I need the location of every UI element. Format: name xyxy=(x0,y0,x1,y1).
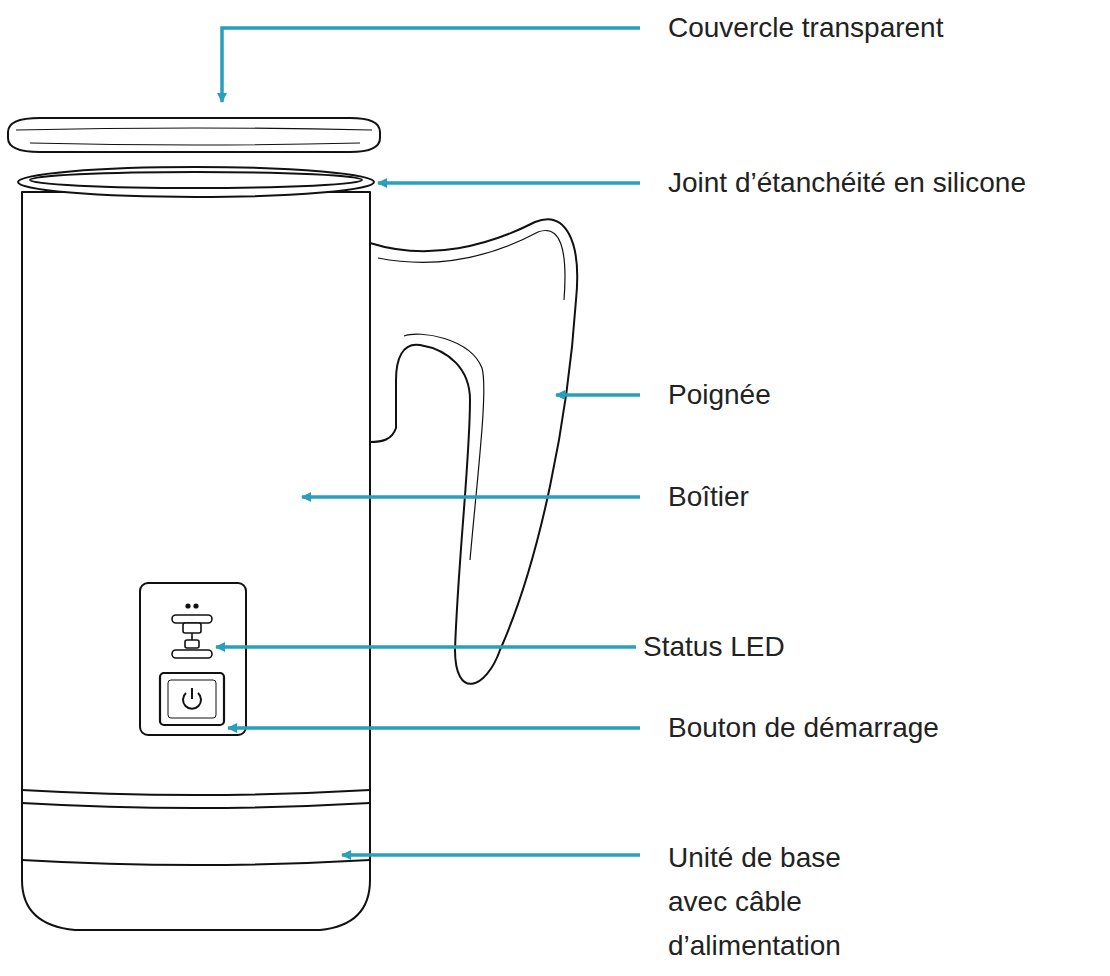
handle-highlight xyxy=(378,230,565,560)
part-label: Couvercle transparent xyxy=(668,11,943,45)
button-face xyxy=(168,680,216,718)
handle xyxy=(370,219,577,683)
lid xyxy=(8,118,380,152)
gasket-inner xyxy=(30,172,362,188)
gasket-ring xyxy=(18,167,374,197)
leader-arrow xyxy=(302,495,640,499)
part-label: Status LED xyxy=(643,630,785,664)
lid-rim xyxy=(16,128,372,145)
part-label: Bouton de démarrage xyxy=(668,711,939,745)
part-label: Unité de base avec câble d’alimentation xyxy=(668,836,888,968)
leader-arrow xyxy=(216,645,636,649)
leader-arrow xyxy=(342,853,640,857)
status-led-icon xyxy=(172,604,212,658)
part-label: Joint d’étanchéité en silicone xyxy=(668,166,1026,200)
start-button xyxy=(160,673,224,725)
leader-arrow xyxy=(228,726,640,730)
leader-arrow xyxy=(378,181,640,185)
housing xyxy=(22,192,370,930)
part-label: Boîtier xyxy=(668,480,749,514)
leader-arrow xyxy=(556,393,640,397)
part-label: Poignée xyxy=(668,378,771,412)
power-symbol xyxy=(183,688,201,709)
control-panel xyxy=(140,583,246,735)
leader-arrow xyxy=(222,28,640,102)
base-seam xyxy=(22,790,370,865)
